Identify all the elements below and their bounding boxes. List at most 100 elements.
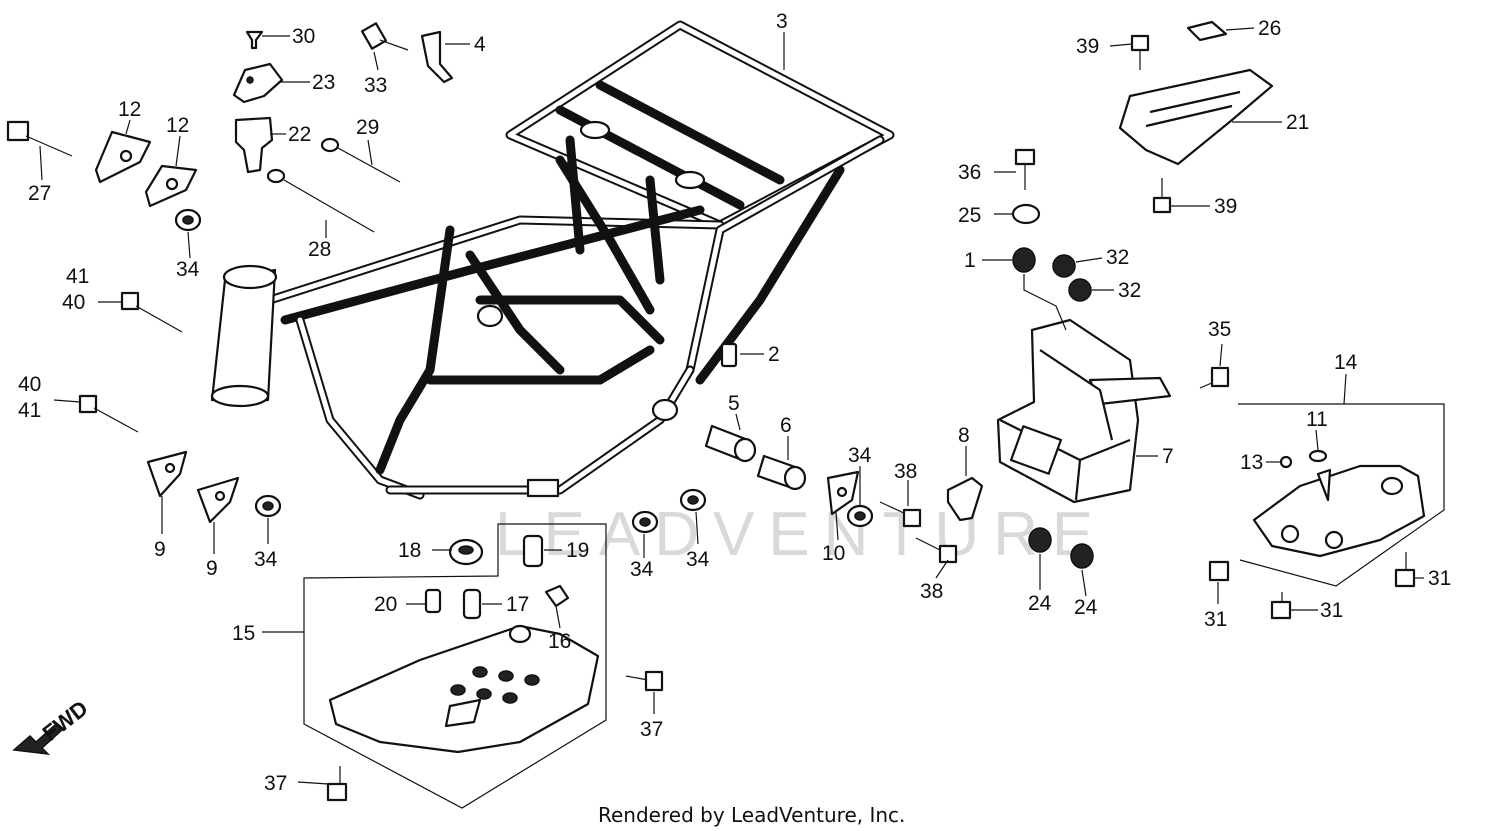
callout-31a: 31 [1204, 608, 1227, 631]
bolt-part-40a [120, 291, 183, 333]
bolt-part-31c [1394, 552, 1416, 588]
callout-31c: 31 [1428, 567, 1451, 590]
callout-41a: 41 [66, 265, 89, 288]
rubber-part-24b [1070, 543, 1094, 569]
bolt-part-37a [625, 670, 664, 692]
callout-6: 6 [780, 414, 792, 437]
collar-part-19 [522, 534, 544, 568]
bolt-part-31b [1270, 592, 1292, 620]
callout-37b: 37 [264, 772, 287, 795]
bolt-part-27 [6, 120, 73, 157]
callout-40b: 40 [18, 373, 41, 396]
callout-11: 11 [1306, 408, 1328, 431]
nut-part-34d [679, 488, 707, 512]
callout-34d: 34 [686, 548, 710, 571]
callout-3: 3 [776, 10, 788, 33]
callout-9a: 9 [154, 538, 166, 561]
callout-16: 16 [548, 630, 571, 653]
callout-38b: 38 [920, 580, 943, 603]
callout-26: 26 [1258, 17, 1281, 40]
callout-10: 10 [822, 542, 845, 565]
clip-part-4 [420, 30, 454, 84]
callout-24a: 24 [1028, 592, 1052, 615]
plate-part-12a [94, 130, 152, 184]
washer-part-13 [1279, 455, 1293, 469]
callout-20: 20 [374, 593, 397, 616]
plate-part-26 [1186, 20, 1228, 42]
nut-part-34b [254, 494, 282, 518]
rubber-part-18 [448, 538, 484, 566]
collar-part-5 [704, 424, 757, 463]
cover-part-21 [1118, 68, 1274, 166]
plate-part-2 [720, 342, 738, 368]
callout-numbers: 1 2 3 4 5 6 7 8 9 9 10 11 12 12 13 14 15… [18, 10, 1451, 795]
bracket-part-8 [946, 476, 984, 522]
collar-part-25 [1011, 203, 1041, 225]
callout-4: 4 [474, 33, 486, 56]
callout-31b: 31 [1320, 599, 1343, 622]
callout-33: 33 [364, 74, 387, 97]
callout-14: 14 [1334, 351, 1358, 374]
plate-part-10 [826, 470, 860, 516]
watermark-text: LEADVENTURE [495, 500, 1107, 569]
callout-2: 2 [768, 343, 780, 366]
callout-9b: 9 [206, 557, 218, 580]
callout-40a: 40 [62, 291, 85, 314]
skid-plate-part-14 [1238, 403, 1445, 587]
callout-29: 29 [356, 116, 379, 139]
callout-13: 13 [1240, 451, 1263, 474]
rubber-part-24a [1028, 527, 1052, 553]
callout-39a: 39 [1076, 35, 1099, 58]
callout-34a: 34 [176, 258, 200, 281]
bolt-part-39a [1130, 34, 1150, 70]
callout-35: 35 [1208, 318, 1231, 341]
callout-1: 1 [964, 249, 976, 272]
callout-34c: 34 [630, 558, 654, 581]
bolt-part-31a [1208, 560, 1230, 582]
callout-7: 7 [1162, 445, 1174, 468]
callout-12a: 12 [118, 98, 141, 121]
forward-direction-indicator: FWD [12, 695, 93, 755]
rubber-part-1 [1012, 247, 1036, 273]
bolt-part-29 [320, 137, 401, 183]
collar-part-17 [462, 588, 482, 620]
bolt-part-37b [326, 766, 348, 802]
callout-25: 25 [958, 204, 981, 227]
bolt-part-33 [360, 22, 409, 51]
callout-5: 5 [728, 392, 740, 415]
callout-32b: 32 [1118, 279, 1141, 302]
footer-credit: Rendered by LeadVenture, Inc. [598, 803, 905, 827]
plate-part-12b [144, 164, 198, 208]
callout-32a: 32 [1106, 246, 1129, 269]
callout-17: 17 [506, 593, 529, 616]
bolt-part-35 [1199, 366, 1230, 389]
plate-part-9b [196, 476, 240, 524]
callout-34b: 34 [254, 548, 278, 571]
collar-part-6 [756, 454, 807, 491]
nut-part-34e [846, 504, 874, 528]
callout-34e: 34 [848, 444, 872, 467]
callout-37a: 37 [640, 718, 663, 741]
callout-39b: 39 [1214, 195, 1237, 218]
rubber-part-32b [1068, 278, 1092, 302]
main-frame [210, 20, 895, 500]
callout-23: 23 [312, 71, 335, 94]
callout-30: 30 [292, 25, 315, 48]
bracket-part-23 [232, 62, 284, 104]
bolt-part-36 [1014, 148, 1036, 190]
battery-box-part-7 [996, 318, 1172, 504]
fwd-label: FWD [38, 695, 93, 746]
callout-21: 21 [1286, 111, 1309, 134]
grommet-part-11 [1308, 449, 1328, 463]
plate-part-9a [146, 450, 188, 498]
screw-part-30 [245, 30, 264, 50]
collar-part-20 [424, 588, 442, 614]
clamp-part-22 [234, 116, 274, 174]
bolt-part-40b [78, 394, 139, 433]
skid-plate-part-15 [303, 523, 607, 809]
callout-24b: 24 [1074, 596, 1098, 619]
callout-19: 19 [566, 539, 589, 562]
bolt-part-38b [915, 537, 958, 564]
callout-38a: 38 [894, 460, 917, 483]
